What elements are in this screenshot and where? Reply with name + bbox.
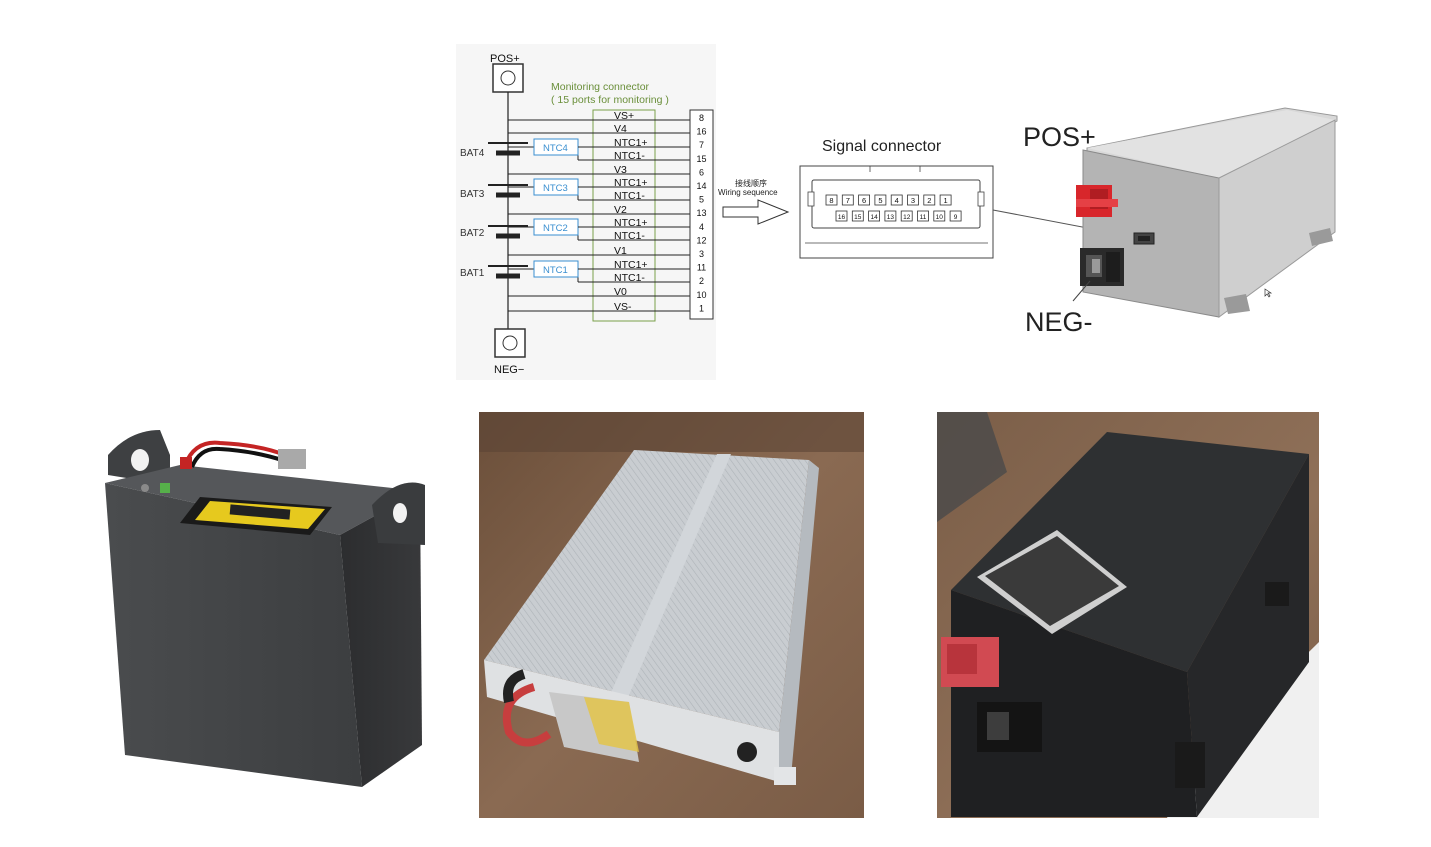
connector-title: Signal connector [822,138,942,155]
connector-pin [841,194,854,206]
connector-pin-number: 14 [870,214,878,221]
connector-pin-number: 5 [878,196,882,205]
connector-pin [949,210,962,222]
wiring-arrow [722,199,790,225]
photo-forklift-battery [105,430,425,787]
monitor-subtitle: ( 15 ports for monitoring ) [551,94,669,106]
ntc-label: NTC2 [543,223,568,234]
connector-pin-number: 16 [838,214,846,221]
signal-label: V1 [614,245,627,257]
pin-number: 15 [696,154,706,164]
pin-number: 14 [696,181,706,191]
pin-number: 8 [699,113,704,123]
connector-pin [900,210,913,222]
connector-pin [858,194,870,206]
photo-black-pack [937,412,1319,818]
connector-pin-number: 1 [944,196,948,205]
bat2-label: BAT2 [460,228,485,239]
connector-pin-number: 12 [903,214,911,221]
photo-aluminum-pack [479,412,864,818]
pin-number: 12 [696,235,706,245]
connector-pin [825,194,838,206]
battery-box-render [1072,107,1338,318]
ntc-label: NTC4 [543,143,568,154]
pin-number: 13 [696,208,706,218]
signal-label: VS- [614,301,632,313]
neg-terminal-bolt [502,335,518,351]
battery-schematic [456,44,716,380]
battery-bat4 [488,142,528,156]
signal-label: V4 [614,123,627,135]
pin-number: 5 [699,195,704,205]
connector-pin-number: 3 [911,196,915,205]
connector-pin [939,194,952,206]
pos-terminal-bolt [500,70,516,86]
pin-number: 10 [696,290,706,300]
connector-pin-number: 13 [887,214,895,221]
connector-pin [890,194,903,206]
monitor-connector-box [592,109,656,322]
pin-column [689,109,714,320]
connector-pin-number: 9 [954,214,958,221]
pin-number: 1 [699,303,704,313]
render-pos-label: POS+ [1023,122,1096,152]
wiring-cn-label: 接线顺序 [735,178,767,188]
connector-pin [884,210,897,222]
signal-label: NTC1+ [614,137,648,149]
pos-terminal [492,63,524,93]
battery-bat3 [488,184,528,198]
connector-pin-number: 10 [936,214,944,221]
pin-number: 11 [697,263,706,273]
signal-label: NTC1+ [614,177,648,189]
render-neg-label: NEG- [1025,307,1093,337]
connector-pin-number: 2 [927,196,931,205]
connector-pin [933,210,946,222]
signal-label: NTC1- [614,230,645,242]
cursor-icon [1264,288,1273,298]
neg-terminal [494,328,526,358]
signal-label: NTC1+ [614,259,648,271]
signal-label: NTC1- [614,190,645,202]
pin-number: 4 [699,222,704,232]
pin-number: 16 [696,127,706,137]
pin-number: 3 [699,249,704,259]
signal-label: NTC1+ [614,217,648,229]
signal-label: NTC1- [614,272,645,284]
signal-label: V3 [614,164,627,176]
connector-pin-number: 11 [920,214,927,221]
pin-number: 7 [699,140,704,150]
wiring-en-label: Wiring sequence [718,188,778,197]
connector-pin [874,194,887,206]
connector-pin [851,210,864,222]
connector-pin-number: 15 [854,214,862,221]
bat1-label: BAT1 [460,268,485,279]
battery-bat2 [488,225,528,239]
signal-label: V2 [614,204,627,216]
connector-pin-number: 8 [829,196,833,205]
battery-bat1 [488,265,528,279]
signal-label: VS+ [614,110,634,122]
connector-pin-number: 7 [846,196,850,205]
connector-pin [907,194,919,206]
ntc-label: NTC3 [543,183,568,194]
pin-number: 6 [699,167,704,177]
neg-terminal-label: NEG− [494,364,524,376]
ntc-label: NTC1 [543,265,568,276]
connector-pin [835,210,848,222]
pos-terminal-label: POS+ [490,53,520,65]
pin-number: 2 [699,276,704,286]
bat4-label: BAT4 [460,148,485,159]
signal-label: NTC1- [614,150,645,162]
connector-pin [923,194,936,206]
connector-pin-number: 4 [895,196,899,205]
connector-pin-number: 6 [862,196,866,205]
signal-label: V0 [614,286,627,298]
connector-pin [868,210,880,222]
connector-pin [917,210,929,222]
bat3-label: BAT3 [460,189,485,200]
monitor-title: Monitoring connector [551,81,650,93]
signal-connector [799,165,994,259]
